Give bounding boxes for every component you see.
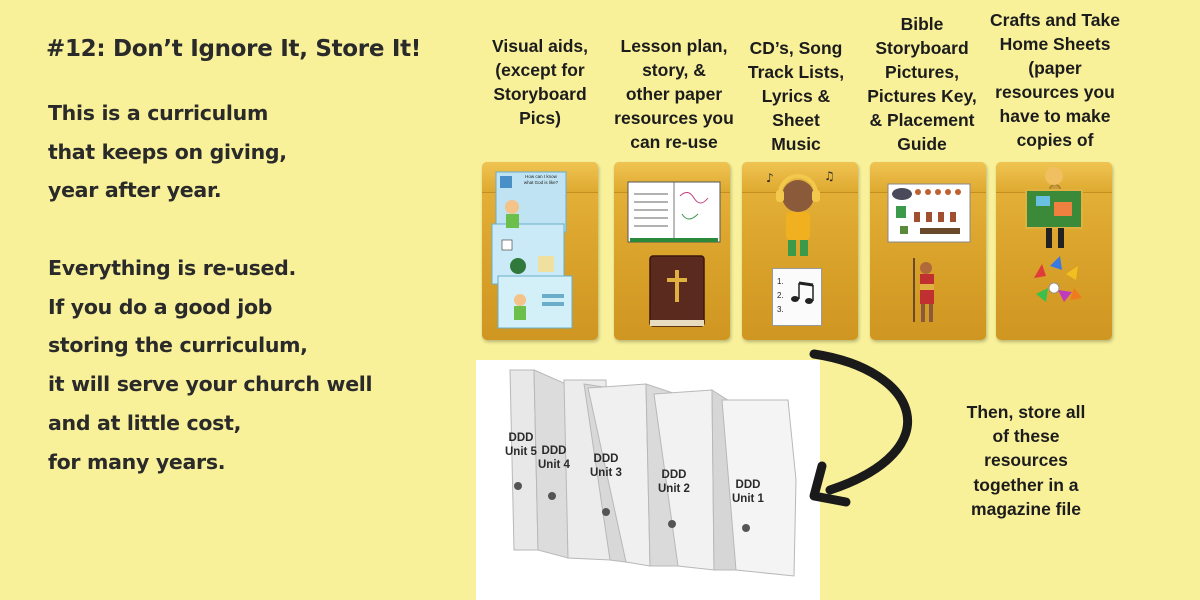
- column-label-line: Guide: [897, 134, 947, 154]
- visual-aid-caption: How can I know what God is like?: [516, 174, 566, 185]
- visual-aid-sheets-icon: [491, 171, 573, 329]
- column-label-line: Bible: [900, 14, 944, 34]
- file-label-line: Unit 1: [732, 493, 764, 505]
- column-label-line: have to make: [999, 106, 1111, 126]
- intro-paragraph: This is a curriculum that keeps on givin…: [48, 94, 287, 210]
- store-instruction-line: resources: [984, 450, 1068, 471]
- column-label-line: Home Sheets: [999, 34, 1111, 54]
- visual-aid-caption-line: what God is like?: [523, 179, 559, 185]
- column-label-line: Music: [771, 134, 821, 154]
- sheet-music-page: 1. 2. 3.: [772, 268, 822, 326]
- file-label-line: DDD: [661, 469, 687, 481]
- reuse-line: and at little cost,: [48, 410, 242, 435]
- child-with-headphones-icon: ♪ ♫: [766, 169, 835, 256]
- svg-text:♪: ♪: [766, 171, 774, 185]
- column-label-line: copies of: [1016, 130, 1094, 150]
- magazine-files-photo: DDD Unit 5 DDD Unit 4 DDD Unit 3 DDD Uni…: [476, 360, 820, 600]
- column-label-cds: CD’s, Song Track Lists, Lyrics & Sheet M…: [736, 36, 856, 156]
- column-label-line: can re-use: [630, 132, 718, 152]
- envelope-lesson-plan: [614, 162, 730, 340]
- page-heading: #12: Don’t Ignore It, Store It!: [46, 36, 421, 62]
- column-label-line: story, &: [642, 60, 706, 80]
- column-label-line: Lyrics &: [761, 86, 831, 106]
- reuse-line: storing the curriculum,: [48, 333, 308, 358]
- store-instruction-line: Then, store all: [966, 402, 1086, 422]
- magazine-file-boxes-icon: [509, 369, 797, 577]
- music-notes-icon: [791, 281, 814, 304]
- column-label-line: Sheet: [772, 110, 820, 130]
- column-label-crafts: Crafts and Take Home Sheets (paper resou…: [982, 8, 1128, 152]
- envelope-visual-aids: How can I know what God is like?: [482, 162, 598, 340]
- column-label-line: Pictures,: [885, 62, 959, 82]
- column-label-storyboard: Bible Storyboard Pictures, Pictures Key,…: [860, 12, 984, 156]
- file-label-unit1: DDD Unit 1: [732, 478, 764, 506]
- reuse-paragraph: Everything is re-used. If you do a good …: [48, 249, 373, 481]
- file-label-line: DDD: [735, 479, 761, 491]
- sheet-list-item: 1.: [777, 277, 784, 286]
- column-label-line: Pictures Key,: [867, 86, 977, 106]
- crafts-girl-icon: [1025, 167, 1083, 302]
- reuse-line: Everything is re-used.: [48, 256, 297, 280]
- store-instruction-line: together in a: [973, 474, 1079, 495]
- file-label-line: Unit 2: [658, 483, 690, 495]
- column-label-lesson-plan: Lesson plan, story, & other paper resour…: [608, 34, 740, 154]
- store-instruction: Then, store all of these resources toget…: [958, 400, 1094, 521]
- visual-aid-caption-line: How can I know: [525, 174, 557, 179]
- store-instruction-line: magazine file: [971, 498, 1081, 519]
- file-label-line: Unit 5: [505, 446, 537, 458]
- reuse-line: for many years.: [48, 449, 226, 474]
- envelope-crafts: [996, 162, 1112, 340]
- reuse-line: If you do a good job: [48, 294, 273, 319]
- column-label-line: Storyboard: [875, 38, 969, 58]
- file-label-unit5: DDD Unit 5: [505, 431, 537, 459]
- file-label-line: DDD: [593, 453, 619, 465]
- file-label-line: DDD: [508, 432, 534, 444]
- bible-icon: [649, 255, 705, 327]
- file-label-line: DDD: [541, 445, 567, 457]
- column-label-line: Crafts and Take: [990, 10, 1120, 30]
- file-label-line: Unit 3: [590, 467, 622, 479]
- column-label-line: Track Lists,: [747, 62, 845, 82]
- column-label-line: (except for: [495, 60, 585, 80]
- column-label-line: other paper: [625, 84, 723, 104]
- file-label-unit3: DDD Unit 3: [590, 452, 622, 480]
- file-label-unit4: DDD Unit 4: [538, 444, 570, 472]
- column-label-line: (paper: [1028, 58, 1082, 78]
- storyboard-sheet-icon: [887, 183, 971, 322]
- sheet-list-item: 3.: [777, 305, 784, 314]
- file-label-line: Unit 4: [538, 459, 570, 471]
- svg-text:♫: ♫: [824, 169, 835, 183]
- column-label-line: Pics): [519, 108, 561, 128]
- column-label-line: resources you: [614, 108, 734, 128]
- curved-arrow-icon: [809, 349, 913, 507]
- envelope-cds: ♪ ♫ 1. 2. 3.: [742, 162, 858, 340]
- column-label-line: Visual aids,: [492, 36, 588, 56]
- column-label-line: & Placement: [869, 110, 975, 130]
- column-label-line: resources you: [995, 82, 1115, 102]
- file-label-unit2: DDD Unit 2: [658, 468, 690, 496]
- column-label-line: Storyboard: [493, 84, 587, 104]
- column-label-line: CD’s, Song: [749, 38, 843, 58]
- intro-line: This is a curriculum: [48, 101, 269, 125]
- sheet-list-item: 2.: [777, 291, 784, 300]
- column-label-visual-aids: Visual aids, (except for Storyboard Pics…: [474, 34, 606, 130]
- store-instruction-line: of these: [992, 426, 1060, 447]
- envelope-storyboard: [870, 162, 986, 340]
- sheet-list: 1. 2. 3.: [777, 275, 784, 317]
- column-label-line: Lesson plan,: [620, 36, 728, 56]
- open-notebook-icon: [627, 181, 721, 243]
- intro-line: year after year.: [48, 178, 222, 203]
- intro-line: that keeps on giving,: [48, 139, 287, 164]
- reuse-line: it will serve your church well: [48, 372, 373, 397]
